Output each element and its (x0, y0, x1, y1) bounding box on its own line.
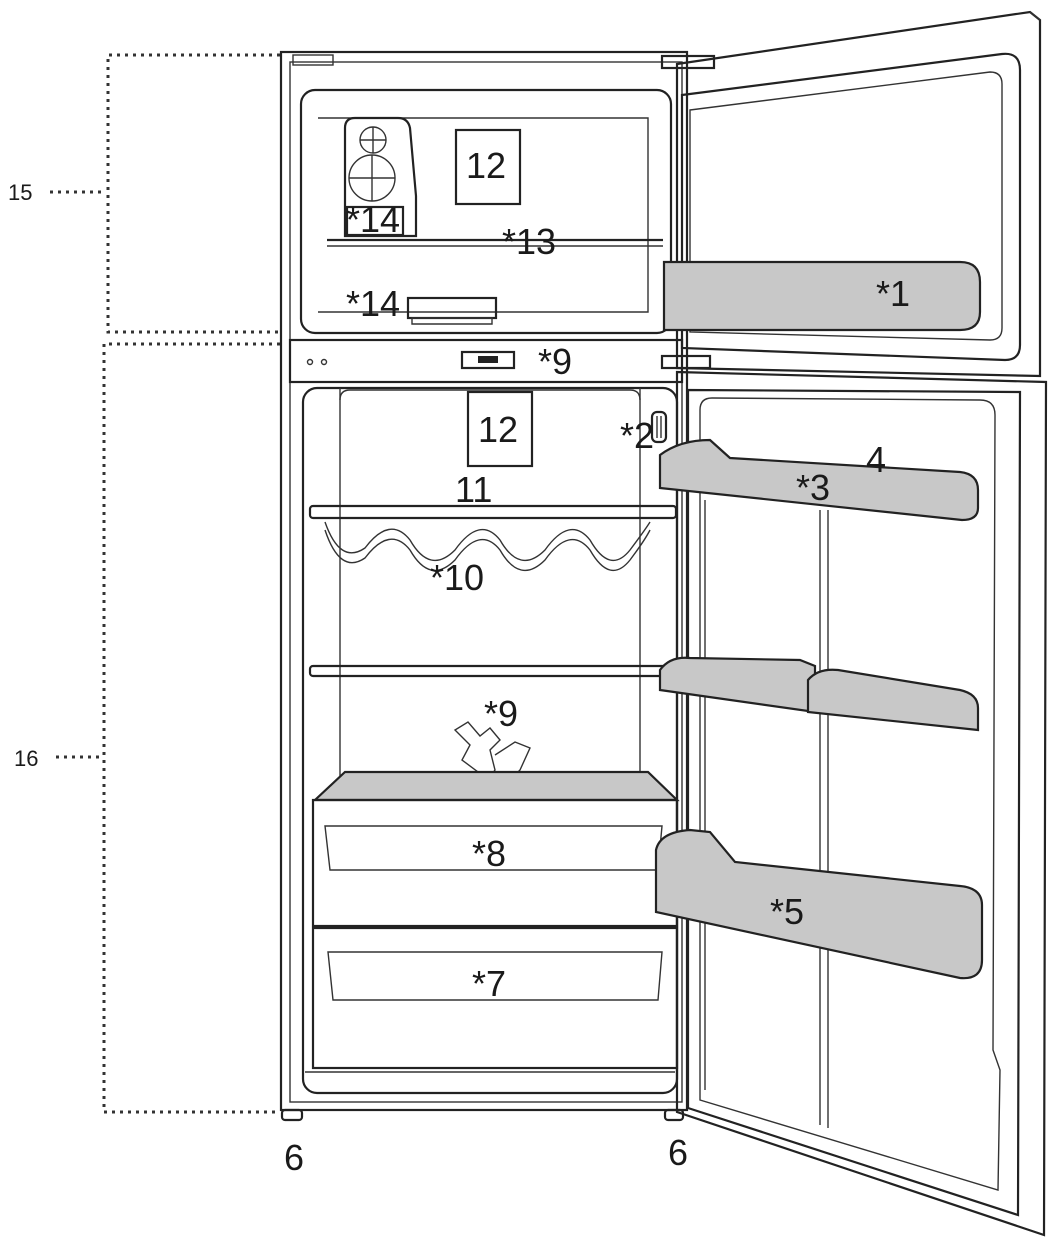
top-hinge (660, 54, 716, 70)
fridge-door (650, 370, 1048, 1237)
label-lamp-freezer: 12 (466, 145, 506, 186)
fridge-section-bracket (56, 342, 280, 1114)
label-door-bin-bottom: *5 (770, 891, 804, 932)
label-wine-rack: *10 (430, 557, 484, 598)
control-panel (460, 350, 516, 370)
label-glass-shelf: 11 (455, 469, 492, 510)
freezer-compartment (299, 88, 673, 335)
label-egg-tray-holder: *2 (620, 415, 654, 456)
feet (280, 1108, 685, 1122)
label-foot-right: 6 (668, 1132, 688, 1173)
label-ice-box: *14 (346, 283, 400, 324)
label-control: *9 (538, 341, 572, 382)
label-freezer-section: 15 (8, 180, 32, 205)
label-crisper-upper: *8 (472, 833, 506, 874)
label-door-bin-mid: *3 (796, 467, 830, 508)
label-crisper-lower: *7 (472, 963, 506, 1004)
label-fridge-section: 16 (14, 746, 38, 771)
label-freezer-shelf: *13 (502, 221, 556, 262)
label-fresh-zone-part: *9 (484, 693, 518, 734)
freezer-section-bracket (50, 53, 280, 334)
freezer-door (662, 10, 1042, 378)
label-ice-tray: *14 (346, 199, 400, 240)
label-door-shelf: 4 (866, 439, 886, 480)
label-door-bin-top: *1 (876, 273, 910, 314)
label-foot-left: 6 (284, 1137, 304, 1178)
label-lamp-fridge: 12 (478, 409, 518, 450)
